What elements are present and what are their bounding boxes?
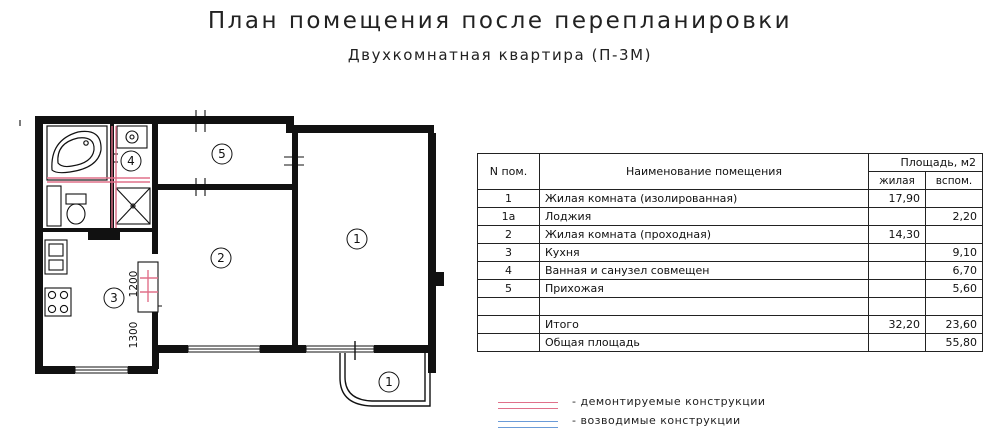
table-cell-no: 1а — [477, 207, 540, 226]
table-cell-living — [868, 243, 926, 262]
table-grand-total-row: Общая площадь 55,80 — [477, 333, 983, 352]
table-cell-name: Жилая комната (проходная) — [539, 225, 869, 244]
table-row — [477, 297, 983, 316]
table-total-living: 32,20 — [868, 315, 926, 334]
table-header-no: N пом. — [477, 153, 540, 190]
table-cell-aux: 9,10 — [925, 243, 983, 262]
table-header-area: Площадь, м2 — [868, 153, 983, 172]
legend-erected-swatch — [498, 421, 558, 428]
table-cell-name: Лоджия — [539, 207, 869, 226]
table-row: 1 Жилая комната (изолированная) 17,90 — [477, 189, 983, 208]
table-cell-no: 5 — [477, 279, 540, 298]
table-cell-aux: 6,70 — [925, 261, 983, 280]
room-label-4: 4 — [127, 154, 135, 168]
room-area-table: N пом. Наименование помещения Площадь, м… — [477, 153, 983, 352]
demolished-lines — [47, 126, 158, 302]
table-row: 2 Жилая комната (проходная) 14,30 — [477, 225, 983, 244]
table-row: 3 Кухня 9,10 — [477, 243, 983, 262]
room-label-loggia: 1 — [385, 375, 393, 389]
plan-loggia — [339, 341, 431, 407]
table-cell-aux: 2,20 — [925, 207, 983, 226]
table-total-row: Итого 32,20 23,60 — [477, 315, 983, 334]
table-cell-aux: 5,60 — [925, 279, 983, 298]
legend-erected-text: - возводимые конструкции — [572, 414, 741, 427]
legend-demolished-swatch — [498, 402, 558, 409]
bathtub-icon — [46, 125, 108, 181]
kitchen-sink-icon — [44, 239, 68, 275]
room-label-2: 2 — [217, 251, 225, 265]
table-cell-name — [539, 297, 869, 316]
table-cell-no: 4 — [477, 261, 540, 280]
table-cell-living — [868, 207, 926, 226]
table-header-aux: вспом. — [925, 171, 983, 190]
plan-windows — [74, 345, 375, 374]
table-grand-total: 55,80 — [925, 333, 983, 352]
table-row: 5 Прихожая 5,60 — [477, 279, 983, 298]
sink-icon — [116, 125, 148, 149]
stove-icon — [44, 287, 72, 317]
page-title: План помещения после перепланировки — [207, 8, 793, 34]
page-subtitle: Двухкомнатная квартира (П-3М) — [347, 46, 653, 64]
table-cell-name: Кухня — [539, 243, 869, 262]
room-label-3: 3 — [110, 291, 118, 305]
table-cell-name: Прихожая — [539, 279, 869, 298]
table-cell-no: 2 — [477, 225, 540, 244]
table-cell-living: 14,30 — [868, 225, 926, 244]
floor-plan: 1 2 3 4 5 1 1200 1300 — [19, 110, 444, 407]
shower-icon — [115, 187, 151, 225]
table-row: 1а Лоджия 2,20 — [477, 207, 983, 226]
legend-demolished-text: - демонтируемые конструкции — [572, 395, 766, 408]
table-cell-living — [868, 333, 926, 352]
room-label-1: 1 — [353, 232, 361, 246]
table-grand-label: Общая площадь — [539, 333, 869, 352]
table-cell-aux — [925, 189, 983, 208]
table-cell-no: 3 — [477, 243, 540, 262]
toilet-icon — [46, 185, 87, 227]
table-total-label: Итого — [539, 315, 869, 334]
room-label-5: 5 — [218, 147, 226, 161]
table-cell-aux — [925, 297, 983, 316]
dimension-1200: 1200 — [128, 271, 140, 298]
plan-walls — [35, 116, 444, 374]
table-cell-living: 17,90 — [868, 189, 926, 208]
table-cell-no — [477, 297, 540, 316]
table-cell-no: 1 — [477, 189, 540, 208]
table-cell-living — [868, 279, 926, 298]
table-cell-aux — [925, 225, 983, 244]
table-cell-name: Жилая комната (изолированная) — [539, 189, 869, 208]
table-cell-no — [477, 333, 540, 352]
table-cell-living — [868, 261, 926, 280]
dimension-1300: 1300 — [128, 322, 140, 349]
table-header-living: жилая — [868, 171, 926, 190]
table-cell-name: Ванная и санузел совмещен — [539, 261, 869, 280]
room-labels: 1 2 3 4 5 1 — [103, 143, 400, 393]
table-cell-living — [868, 297, 926, 316]
table-cell-no — [477, 315, 540, 334]
table-header-name: Наименование помещения — [539, 153, 869, 190]
table-total-aux: 23,60 — [925, 315, 983, 334]
table-row: 4 Ванная и санузел совмещен 6,70 — [477, 261, 983, 280]
